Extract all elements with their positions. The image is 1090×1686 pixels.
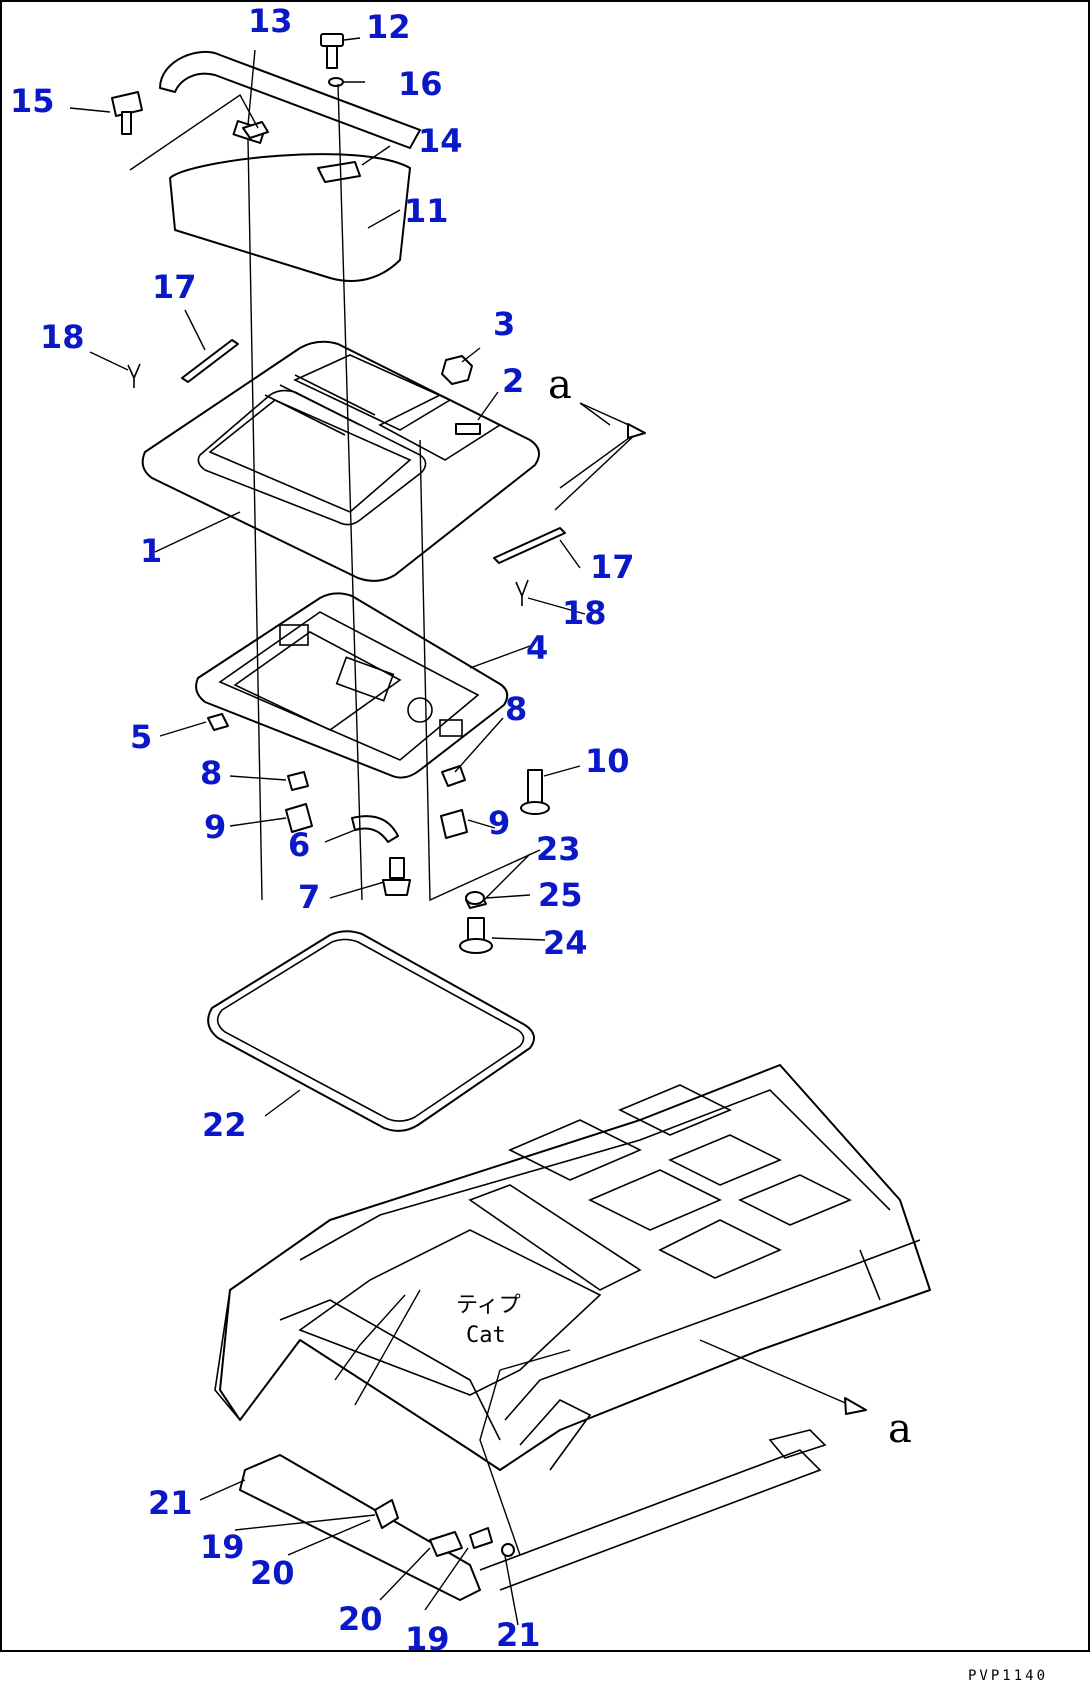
callout-3: 3 <box>493 305 515 343</box>
callout-8a: 8 <box>200 754 222 792</box>
callout-22: 22 <box>202 1106 247 1144</box>
callout-21b: 21 <box>496 1616 541 1654</box>
callout-2: 2 <box>502 362 524 400</box>
cab-roof-assembly <box>214 1064 931 1601</box>
callout-19b: 19 <box>405 1620 450 1658</box>
callout-17a: 17 <box>152 268 197 306</box>
callout-13: 13 <box>248 2 293 40</box>
callout-18a: 18 <box>40 318 85 356</box>
callout-9b: 9 <box>488 804 510 842</box>
drawing-border <box>0 0 1090 1652</box>
callout-11: 11 <box>404 192 449 230</box>
callout-20a: 20 <box>250 1554 295 1592</box>
note-cat: Cat <box>466 1323 506 1348</box>
callout-20b: 20 <box>338 1600 383 1638</box>
callout-5: 5 <box>130 718 152 756</box>
part-11-shade <box>169 153 411 282</box>
part-4-inner-frame <box>195 592 509 779</box>
callout-16: 16 <box>398 65 443 103</box>
callout-labels: 1 2 3 4 5 6 7 8 8 9 9 10 11 12 13 14 15 … <box>10 2 635 1658</box>
callout-24: 24 <box>543 924 588 962</box>
callout-14: 14 <box>418 122 463 160</box>
note-japanese: ティプ <box>456 1293 521 1318</box>
callout-15: 15 <box>10 82 55 120</box>
callout-25: 25 <box>538 876 583 914</box>
callout-18b: 18 <box>562 594 607 632</box>
hardware-parts <box>111 33 566 954</box>
callout-7: 7 <box>298 878 320 916</box>
view-mark-a-bottom: a <box>888 1406 912 1452</box>
part-1-hatch-frame <box>141 340 540 582</box>
callout-19a: 19 <box>200 1528 245 1566</box>
leader-lines <box>69 37 867 1626</box>
callout-6: 6 <box>288 826 310 864</box>
callout-17b: 17 <box>590 548 635 586</box>
part-22-seal <box>207 930 535 1132</box>
callout-4: 4 <box>526 629 548 667</box>
drawing-code: PVP1140 <box>968 1668 1048 1684</box>
view-mark-a-top: a <box>548 362 572 408</box>
callout-23: 23 <box>536 830 581 868</box>
callout-8b: 8 <box>505 690 527 728</box>
callout-21a: 21 <box>148 1484 193 1522</box>
callout-1: 1 <box>140 532 162 570</box>
callout-10: 10 <box>585 742 630 780</box>
callout-12: 12 <box>366 8 411 46</box>
callout-9a: 9 <box>204 808 226 846</box>
